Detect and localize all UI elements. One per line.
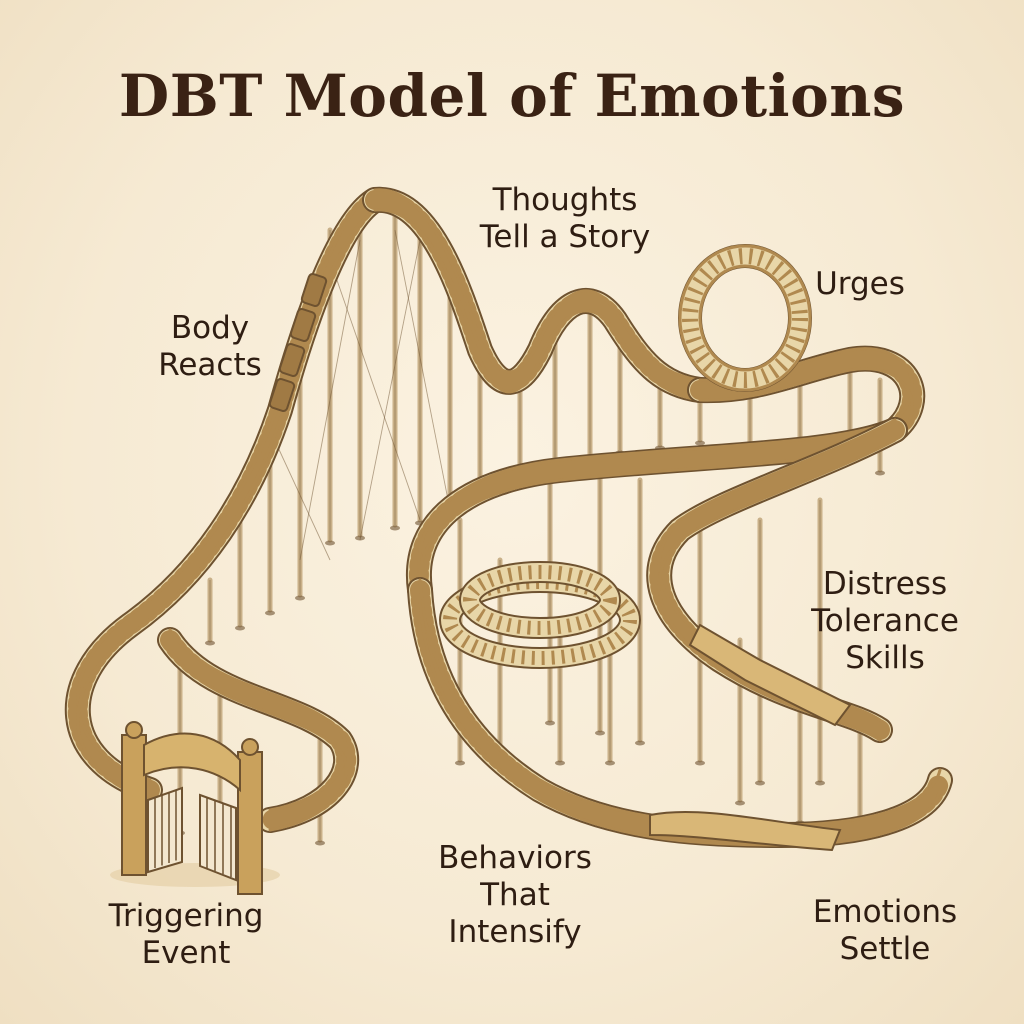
label-thoughts-tell-a-story: Thoughts Tell a Story xyxy=(455,182,675,256)
rail-top xyxy=(417,418,897,582)
label-line: Urges xyxy=(815,266,905,302)
entry-gate xyxy=(110,721,280,895)
label-line: Event xyxy=(141,935,231,971)
gate-door-right xyxy=(199,793,237,882)
label-line: Emotions xyxy=(812,894,958,930)
track-ties xyxy=(160,630,357,830)
brace-wire xyxy=(394,229,451,511)
label-line: Settle xyxy=(839,931,931,967)
rail-bottom xyxy=(418,598,942,847)
post-foot xyxy=(205,640,215,646)
track-ties xyxy=(365,189,710,400)
rail-bottom xyxy=(373,208,702,402)
loop-rail-inner xyxy=(698,264,792,372)
gate-post-right xyxy=(237,751,263,895)
post-foot xyxy=(265,610,275,616)
label-line: Tell a Story xyxy=(479,219,651,255)
helix-spiral xyxy=(439,561,641,669)
post-foot xyxy=(295,595,305,601)
post-foot xyxy=(695,760,705,766)
label-emotions-settle: Emotions Settle xyxy=(790,894,980,968)
post-foot xyxy=(390,525,400,531)
post-foot xyxy=(555,760,565,766)
label-line: Behaviors xyxy=(438,840,592,876)
track-segment xyxy=(405,417,908,603)
post-foot xyxy=(235,625,245,631)
train-car xyxy=(278,342,306,378)
post-foot xyxy=(815,780,825,786)
brace-wire xyxy=(329,259,421,521)
brace-wire xyxy=(269,429,331,561)
brake-ramp-upper xyxy=(688,623,852,727)
support-posts xyxy=(175,207,885,851)
helix-ties xyxy=(463,565,617,635)
post-foot xyxy=(545,720,555,726)
rail-bottom xyxy=(168,648,348,832)
train-car xyxy=(268,377,296,413)
label-line: Reacts xyxy=(158,347,262,383)
post-foot xyxy=(755,780,765,786)
gate-finial-left xyxy=(125,721,143,739)
rail-top xyxy=(373,188,702,382)
label-line: Body xyxy=(170,310,250,346)
loop-ties xyxy=(682,248,808,388)
label-line: Tolerance xyxy=(811,603,959,639)
track-segment xyxy=(157,627,360,833)
brake-ramp-lower xyxy=(649,810,842,852)
track-segment xyxy=(407,577,953,849)
label-line: Skills xyxy=(845,640,925,676)
post-foot xyxy=(315,840,325,846)
diagram-title: DBT Model of Emotions xyxy=(118,62,906,130)
label-line: Intensify xyxy=(448,914,582,950)
track-ties xyxy=(408,420,905,600)
post-foot xyxy=(695,440,705,446)
cross-bracing xyxy=(269,229,451,561)
coaster-train xyxy=(268,272,328,413)
rail-bottom xyxy=(698,367,914,442)
brace-wire xyxy=(299,239,361,561)
post-foot xyxy=(735,800,745,806)
label-body-reacts: Body Reacts xyxy=(130,310,290,384)
gate-post-left xyxy=(121,734,147,876)
vertical-loop xyxy=(678,244,812,392)
track-segment xyxy=(362,186,713,403)
rail-top xyxy=(168,628,348,812)
loop-rail-outer xyxy=(678,244,812,392)
post-foot xyxy=(605,760,615,766)
label-urges: Urges xyxy=(790,266,930,303)
label-line: Triggering xyxy=(108,898,264,934)
post-foot xyxy=(875,470,885,476)
rail-top xyxy=(418,578,942,827)
track-ties xyxy=(410,580,950,846)
train-car xyxy=(289,307,317,343)
door-panel xyxy=(147,786,183,874)
post-foot xyxy=(325,540,335,546)
label-line: That xyxy=(480,877,550,913)
door-panel xyxy=(199,793,237,882)
helix-ties xyxy=(443,575,637,665)
gate-arch-sign xyxy=(143,732,241,793)
label-behaviors-that-intensify: Behaviors That Intensify xyxy=(405,840,625,951)
post-foot xyxy=(595,730,605,736)
gate-finial-right xyxy=(241,738,259,756)
label-line: Thoughts xyxy=(492,182,638,218)
label-triggering-event: Triggering Event xyxy=(86,898,286,972)
post-foot xyxy=(455,760,465,766)
label-line: Distress xyxy=(822,566,948,602)
brace-wire xyxy=(359,239,421,541)
post-foot xyxy=(635,740,645,746)
label-distress-tolerance-skills: Distress Tolerance Skills xyxy=(775,566,995,677)
gate-door-left xyxy=(147,786,183,874)
train-car xyxy=(300,272,328,308)
